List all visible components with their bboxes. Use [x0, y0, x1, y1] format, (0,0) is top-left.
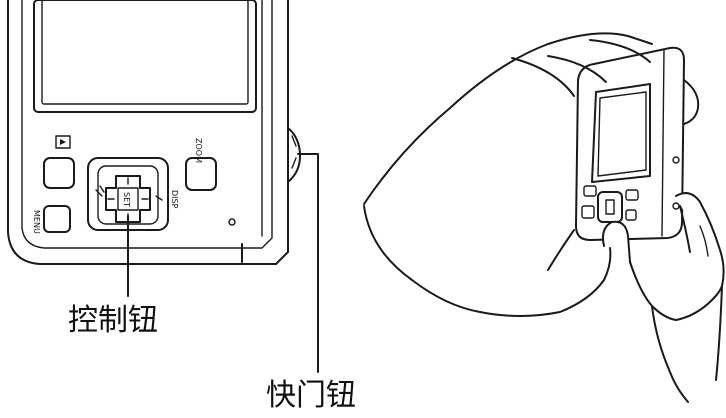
shutter-button-label: 快门钮	[266, 378, 356, 413]
zoom-marking: ZOOM	[194, 138, 203, 163]
camera-back-panel: ZOOM MENU DISP SET	[7, 0, 301, 265]
menu-button: MENU	[32, 205, 71, 234]
menu-marking: MENU	[32, 210, 41, 234]
hands-holding-camera	[363, 32, 725, 403]
set-marking: SET	[122, 192, 131, 207]
zoom-button: ZOOM	[185, 138, 217, 191]
shutter-button-icon	[287, 127, 301, 183]
control-button-label: 控制钮	[68, 303, 158, 338]
shutter-button-leader	[297, 153, 319, 373]
disp-marking: DISP	[170, 190, 179, 209]
camera-body	[575, 46, 700, 241]
playback-button	[43, 135, 75, 189]
